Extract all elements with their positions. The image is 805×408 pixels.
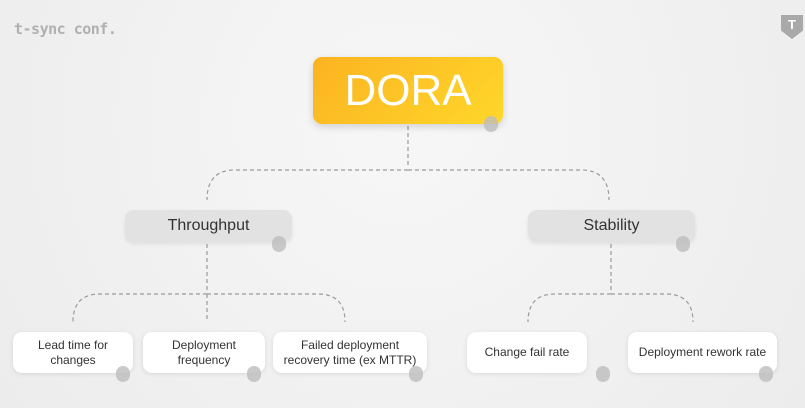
- metric-rework-rate: Deployment rework rate: [628, 332, 777, 373]
- category-throughput: Throughput: [125, 210, 292, 242]
- connector-root: [206, 126, 610, 201]
- metric-label: Change fail rate: [484, 345, 570, 359]
- hand-pointer-icon: [676, 236, 690, 252]
- metric-label: Deployment frequency: [171, 337, 237, 367]
- metric-label: Deployment rework rate: [638, 345, 767, 359]
- shield-logo-icon: T: [781, 15, 803, 39]
- hand-pointer-icon: [596, 366, 610, 382]
- metric-change-fail-rate: Change fail rate: [467, 332, 587, 373]
- metric-deployment-frequency: Deployment frequency: [143, 332, 265, 373]
- metric-label: Failed deployment recovery time (ex MTTR…: [283, 337, 417, 367]
- connector-stability: [527, 244, 694, 323]
- metric-recovery-time: Failed deployment recovery time (ex MTTR…: [273, 332, 427, 373]
- hand-pointer-icon: [116, 366, 130, 382]
- category-stability: Stability: [528, 210, 695, 242]
- hand-pointer-icon: [247, 366, 261, 382]
- metric-lead-time: Lead time for changes: [13, 332, 133, 373]
- connector-throughput: [72, 244, 346, 323]
- hand-pointer-icon: [272, 236, 286, 252]
- root-node-dora: DORA: [313, 57, 503, 124]
- hand-pointer-icon: [759, 366, 773, 382]
- brand-logo: t-sync conf.: [14, 20, 117, 38]
- metric-label: Lead time for changes: [37, 337, 109, 367]
- hand-pointer-icon: [409, 366, 423, 382]
- hand-pointer-icon: [484, 116, 498, 132]
